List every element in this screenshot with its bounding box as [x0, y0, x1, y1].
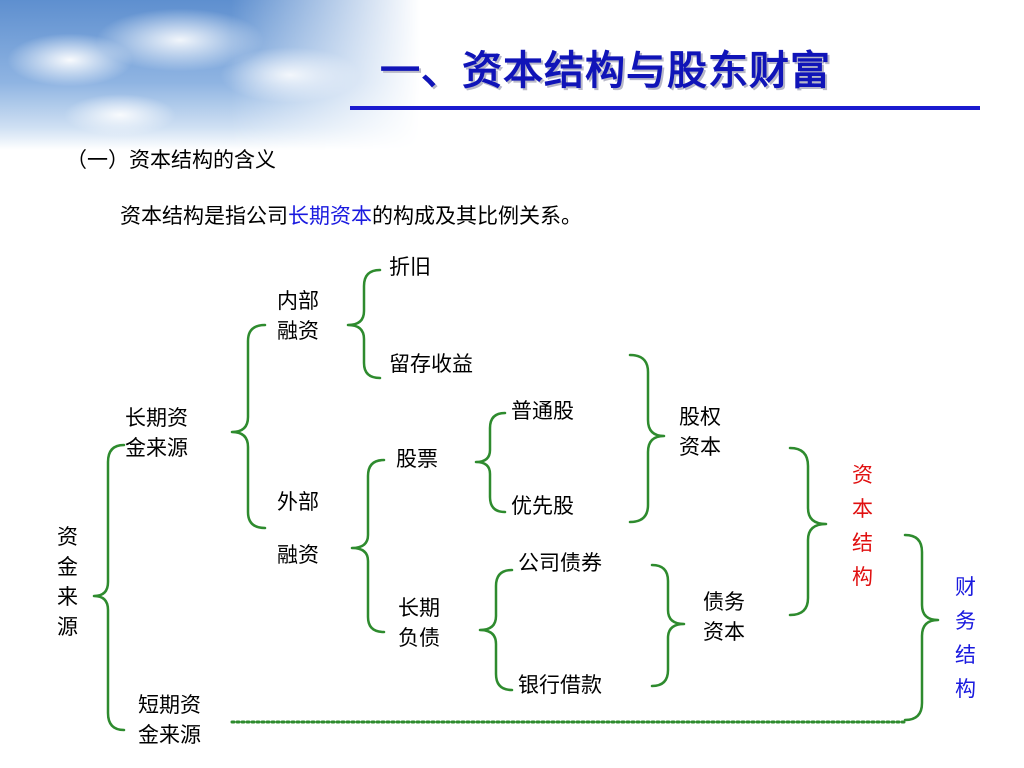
long-term-debt-brace — [478, 568, 514, 692]
fund-source-brace — [92, 443, 126, 732]
capital-structure-brace — [788, 446, 828, 617]
financial-structure-label: 财 务 结 构 — [955, 575, 976, 701]
retained-earnings-label: 留存收益 — [389, 352, 473, 376]
short-term-funds-label: 短期资 金来源 — [138, 693, 201, 747]
external-financing-brace — [350, 458, 386, 634]
long-term-debt-label: 长期 负债 — [398, 596, 440, 650]
equity-capital-brace — [628, 353, 666, 524]
debt-capital-label: 债务 资本 — [703, 590, 745, 644]
capital-structure-label: 资 本 结 构 — [852, 463, 873, 589]
financial-structure-brace — [903, 533, 940, 722]
definition-sentence: 资本结构是指公司长期资本的构成及其比例关系。 — [120, 200, 582, 230]
internal-financing-brace — [346, 268, 382, 380]
bank-loans-label: 银行借款 — [518, 673, 602, 697]
external-financing-label-bottom: 融资 — [277, 543, 319, 567]
corporate-bonds-label: 公司债券 — [518, 551, 602, 575]
depreciation-label: 折旧 — [389, 255, 431, 279]
preferred-stock-label: 优先股 — [511, 494, 574, 518]
internal-financing-label: 内部 融资 — [277, 289, 319, 343]
long-term-funds-label: 长期资 金来源 — [125, 406, 188, 460]
section-heading: （一）资本结构的含义 — [66, 148, 276, 172]
stock-label: 股票 — [396, 447, 438, 471]
debt-capital-brace — [650, 563, 686, 688]
common-stock-label: 普通股 — [511, 399, 574, 423]
equity-capital-label: 股权 资本 — [679, 405, 721, 459]
fund-source-label: 资 金 来 源 — [57, 525, 78, 639]
sky-cloud-banner — [0, 0, 420, 150]
definition-text-before: 资本结构是指公司 — [120, 204, 288, 228]
definition-highlight: 长期资本 — [288, 204, 372, 228]
long-term-funds-brace — [230, 323, 267, 530]
page-title: 一、资本结构与股东财富 — [380, 48, 831, 94]
definition-text-after: 的构成及其比例关系。 — [372, 204, 582, 228]
title-underline — [350, 106, 980, 110]
external-financing-label-top: 外部 — [277, 490, 319, 514]
stock-brace — [474, 411, 507, 514]
